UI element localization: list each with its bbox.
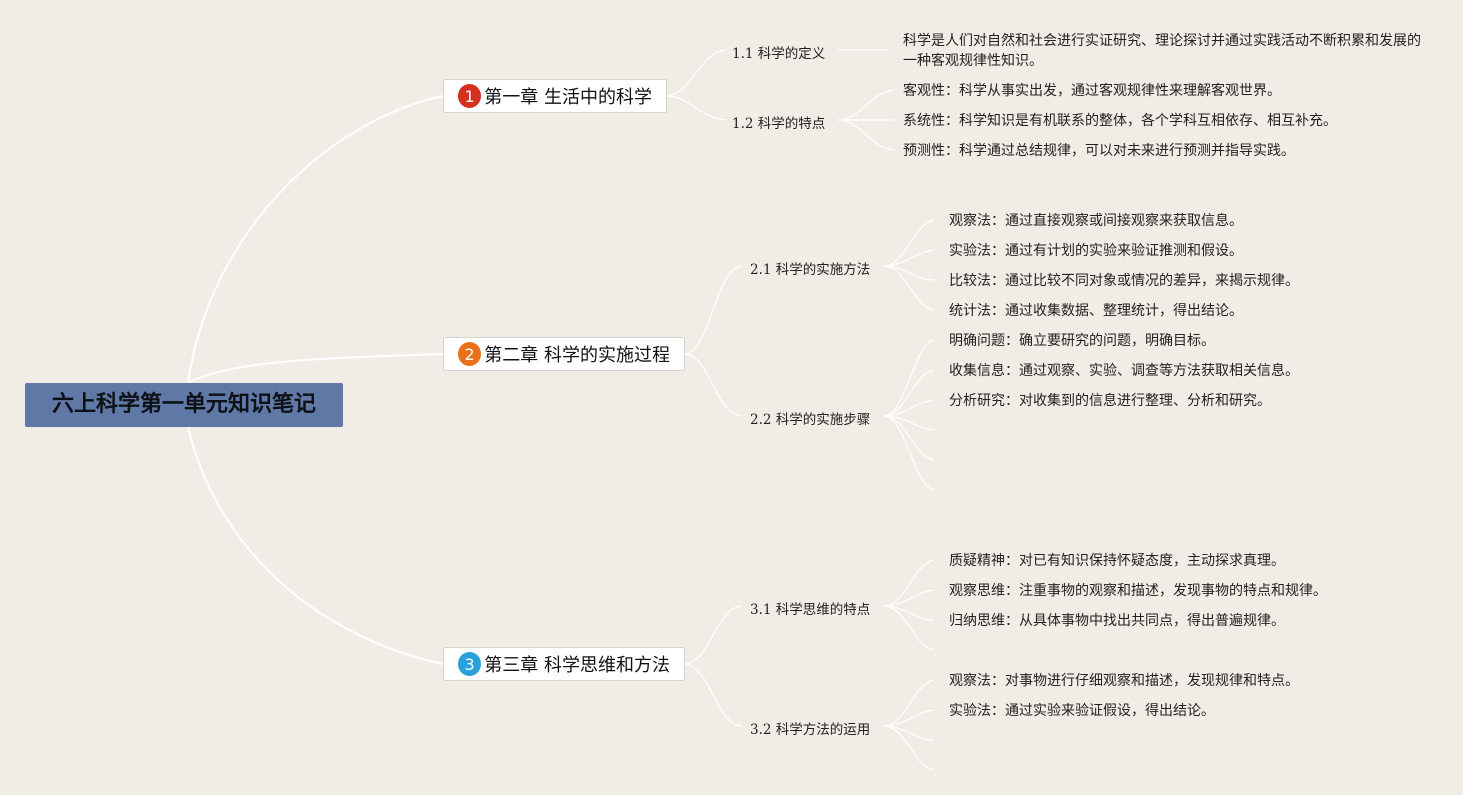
- leaf-objectivity[interactable]: 客观性：科学从事实出发，通过客观规律性来理解客观世界。: [903, 83, 1281, 99]
- leaf-observational-thinking[interactable]: 观察思维：注重事物的观察和描述，发现事物的特点和规律。: [949, 583, 1327, 599]
- chapter-3-title: 第三章 科学思维和方法: [484, 655, 670, 676]
- leaf-analyze[interactable]: 分析研究：对收集到的信息进行整理、分析和研究。: [949, 393, 1271, 409]
- leaf-comparison-method[interactable]: 比较法：通过比较不同对象或情况的差异，来揭示规律。: [949, 273, 1299, 289]
- chapter-1-title: 第一章 生活中的科学: [484, 87, 652, 108]
- chapter-1-topic[interactable]: 1 第一章 生活中的科学: [443, 79, 667, 113]
- section-1-2[interactable]: 1.2 科学的特点: [732, 116, 826, 132]
- leaf-predictive[interactable]: 预测性：科学通过总结规律，可以对未来进行预测并指导实践。: [903, 143, 1295, 159]
- leaf-define-problem[interactable]: 明确问题：确立要研究的问题，明确目标。: [949, 333, 1215, 349]
- leaf-observation-use[interactable]: 观察法：对事物进行仔细观察和描述，发现规律和特点。: [949, 673, 1299, 689]
- leaf-collect-info[interactable]: 收集信息：通过观察、实验、调查等方法获取相关信息。: [949, 363, 1299, 379]
- section-2-2[interactable]: 2.2 科学的实施步骤: [750, 412, 871, 428]
- chapter-2-title: 第二章 科学的实施过程: [484, 345, 670, 366]
- chapter-3-topic[interactable]: 3 第三章 科学思维和方法: [443, 647, 685, 681]
- section-2-1[interactable]: 2.1 科学的实施方法: [750, 262, 871, 278]
- leaf-experiment-use[interactable]: 实验法：通过实验来验证假设，得出结论。: [949, 703, 1215, 719]
- root-topic[interactable]: 六上科学第一单元知识笔记: [25, 383, 343, 427]
- number-2-icon: 2: [458, 342, 482, 366]
- number-1-icon: 1: [458, 84, 482, 108]
- leaf-inductive-thinking[interactable]: 归纳思维：从具体事物中找出共同点，得出普遍规律。: [949, 613, 1285, 629]
- leaf-statistics-method[interactable]: 统计法：通过收集数据、整理统计，得出结论。: [949, 303, 1243, 319]
- section-1-1[interactable]: 1.1 科学的定义: [732, 46, 826, 62]
- leaf-systematic[interactable]: 系统性：科学知识是有机联系的整体，各个学科互相依存、相互补充。: [903, 113, 1337, 129]
- chapter-2-topic[interactable]: 2 第二章 科学的实施过程: [443, 337, 685, 371]
- leaf-definition[interactable]: 科学是人们对自然和社会进行实证研究、理论探讨并通过实践活动不断积累和发展的一种客…: [903, 33, 1421, 69]
- leaf-experiment-method[interactable]: 实验法：通过有计划的实验来验证推测和假设。: [949, 243, 1243, 259]
- section-3-2[interactable]: 3.2 科学方法的运用: [750, 722, 871, 738]
- number-3-icon: 3: [458, 652, 482, 676]
- leaf-questioning[interactable]: 质疑精神：对已有知识保持怀疑态度，主动探求真理。: [949, 553, 1285, 569]
- section-3-1[interactable]: 3.1 科学思维的特点: [750, 602, 871, 618]
- leaf-observation-method[interactable]: 观察法：通过直接观察或间接观察来获取信息。: [949, 213, 1243, 229]
